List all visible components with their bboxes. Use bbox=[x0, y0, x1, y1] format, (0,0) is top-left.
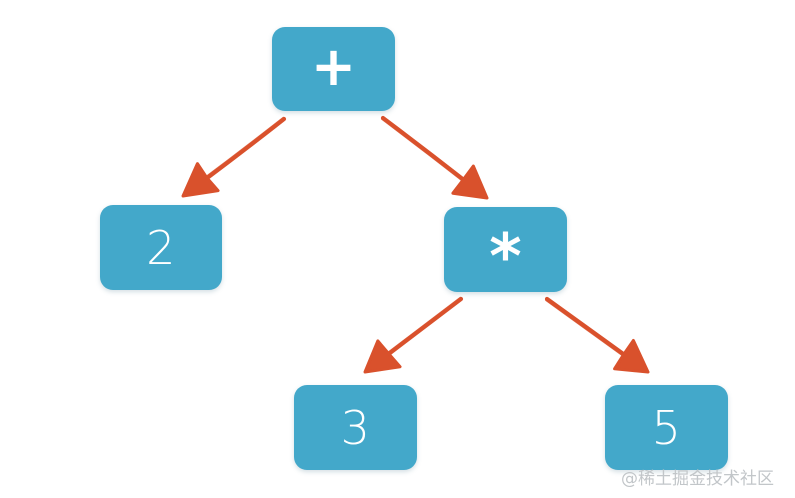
edge-shaft bbox=[382, 296, 462, 358]
tree-node-mul[interactable]: * bbox=[444, 207, 567, 292]
arrowhead-icon bbox=[181, 162, 220, 198]
tree-node-left[interactable]: 2 bbox=[100, 205, 222, 290]
asterisk-icon: * bbox=[489, 219, 522, 293]
edge-root-to-left bbox=[181, 116, 287, 198]
edge-shaft bbox=[381, 117, 469, 186]
arrowhead-icon bbox=[363, 339, 402, 374]
digit-five: 5 bbox=[651, 400, 682, 455]
digit-three: 3 bbox=[340, 400, 371, 455]
edge-shaft bbox=[545, 298, 630, 361]
tree-node-three[interactable]: 3 bbox=[294, 385, 417, 470]
tree-node-five[interactable]: 5 bbox=[605, 385, 728, 470]
watermark: @稀土掘金技术社区 bbox=[621, 469, 774, 489]
plus-icon: + bbox=[310, 35, 357, 98]
edge-root-to-mul bbox=[380, 115, 489, 200]
edge-shaft bbox=[200, 116, 285, 182]
tree-node-root[interactable]: + bbox=[272, 27, 395, 111]
edge-mul-to-five bbox=[544, 296, 650, 374]
edge-mul-to-three bbox=[363, 296, 464, 374]
digit-two: 2 bbox=[146, 220, 176, 275]
arrowhead-icon bbox=[451, 164, 489, 200]
arrowhead-icon bbox=[613, 338, 650, 374]
